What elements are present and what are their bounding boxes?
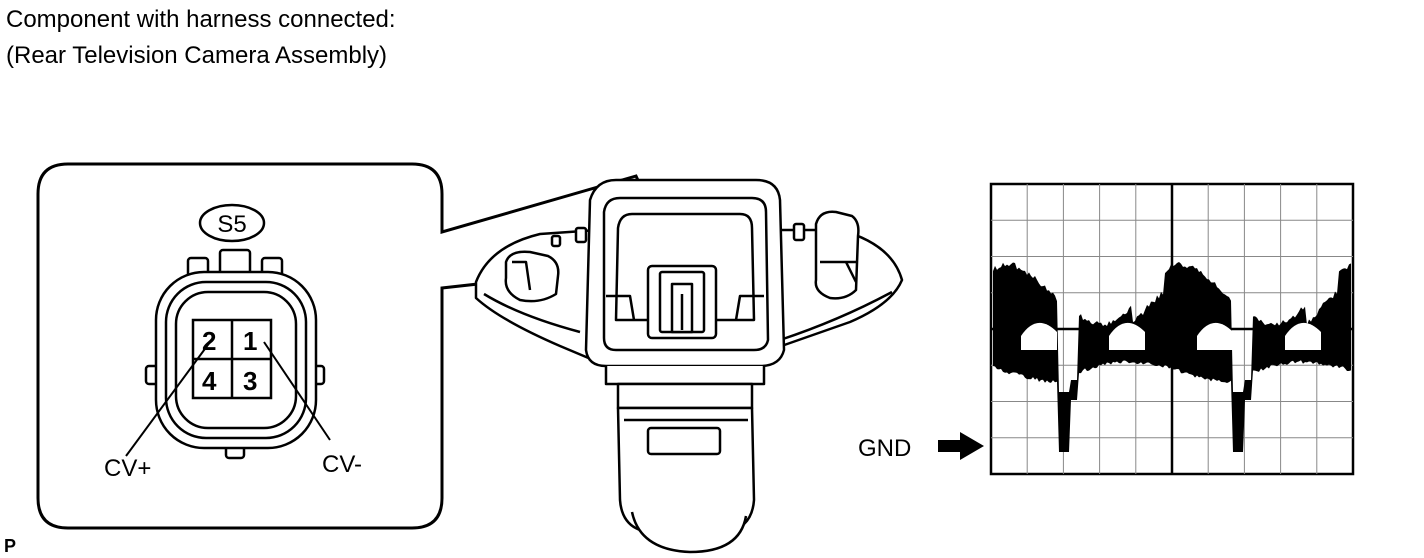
pin-number-1: 1 — [243, 326, 257, 356]
label-cv-plus: CV+ — [104, 455, 151, 482]
pin-number-4: 4 — [202, 366, 217, 396]
gnd-label: GND — [858, 435, 911, 462]
corner-mark: P — [4, 536, 16, 556]
camera-assembly — [476, 180, 902, 552]
pin-number-3: 3 — [243, 366, 257, 396]
gnd-arrow-icon — [938, 432, 984, 460]
connector-code: S5 — [217, 211, 246, 238]
oscilloscope-screen — [991, 184, 1353, 474]
label-cv-minus: CV- — [322, 451, 362, 478]
